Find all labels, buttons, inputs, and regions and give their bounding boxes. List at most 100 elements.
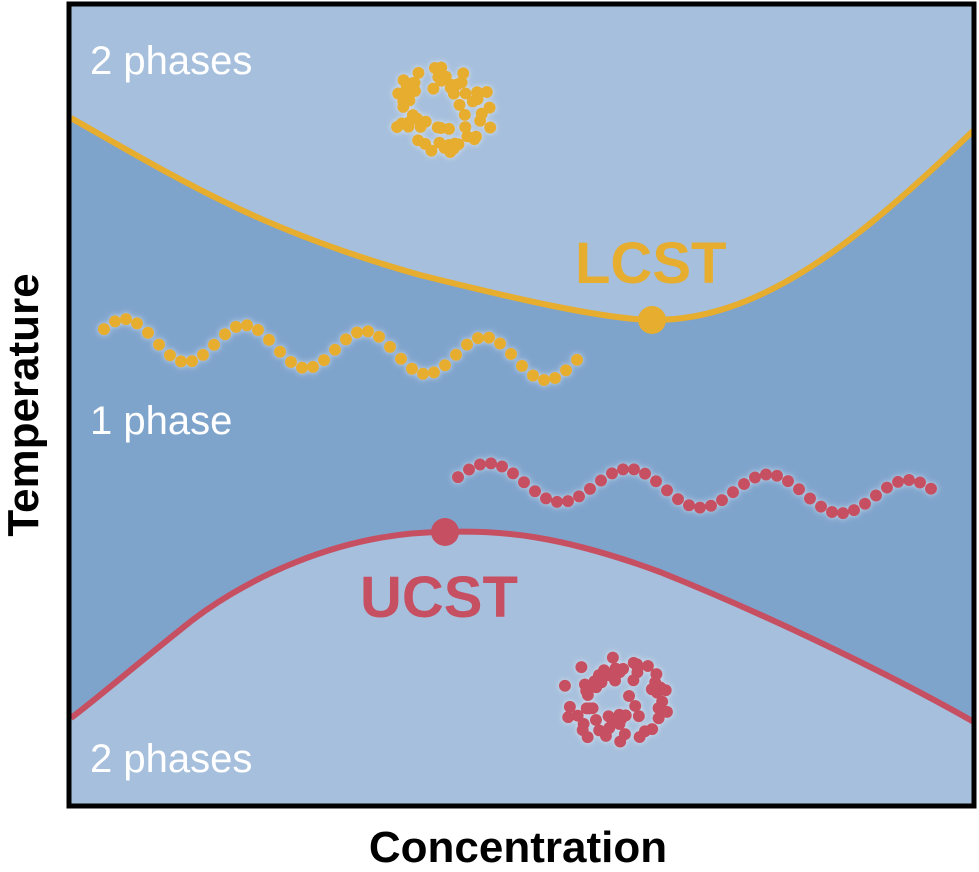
chain-bead [617,463,629,476]
chain-bead [892,475,904,488]
chain-bead [859,497,871,510]
chain-bead [782,475,794,488]
chain-bead [384,340,396,353]
chain-bead [606,651,619,664]
chain-bead [619,709,632,722]
chain-bead [549,371,561,384]
coiled-chain-icon [391,61,497,158]
chain-bead [296,361,308,374]
chain-bead [109,315,121,328]
chain-bead [613,717,626,730]
chain-bead [705,499,717,512]
chain-bead [505,347,517,360]
plot-frame [66,1,977,809]
chain-bead [459,87,472,100]
chain-bead [484,121,497,134]
chain-bead [373,330,385,343]
chain-bead [98,323,110,336]
chain-bead [580,702,593,715]
chain-bead [471,93,484,106]
region-label-top: 2 phases [90,39,252,83]
chain-bead [903,474,915,487]
chain-bead [411,112,424,125]
chain-bead [694,501,706,514]
chain-bead [837,507,849,520]
region-label-middle: 1 phase [90,399,232,443]
chain-bead [448,137,461,150]
chain-bead [727,486,739,499]
chain-bead [412,134,425,147]
lcst-point [638,306,666,334]
chain-bead [595,676,608,689]
chain-bead [584,482,596,495]
lcst-curve [69,115,977,324]
chain-bead [433,136,446,149]
chain-bead [683,499,695,512]
chain-bead [771,469,783,482]
chain-bead [581,731,594,744]
chain-bead [527,369,539,382]
chain-bead [452,471,464,484]
chain-bead [618,728,631,741]
chain-bead [483,331,495,344]
chain-bead [632,710,645,723]
chain-bead [593,724,606,737]
chain-bead [529,485,541,498]
chain-bead [573,490,585,503]
chain-bead [589,713,602,726]
y-axis-label: Temperature [0,273,48,536]
chain-bead [453,98,466,111]
chain-bead [351,326,363,339]
coiled-chain-icon [558,651,673,748]
chain-bead [562,495,574,508]
chain-bead [397,74,410,87]
chain-bead [120,313,132,326]
chain-bead [562,711,575,724]
chain-bead [461,130,474,143]
chain-bead [609,662,622,675]
chain-bead [307,360,319,373]
chain-bead [649,676,662,689]
chain-bead [474,458,486,471]
chain-bead [417,367,429,380]
extended-chain-icon [98,313,583,386]
chain-bead [219,328,231,341]
chain-bead [285,356,297,369]
chain-bead [463,463,475,476]
chain-bead [340,333,352,346]
chain-bead [641,660,654,673]
chain-bead [925,482,937,495]
ucst-label: UCST [360,565,518,630]
chain-bead [483,101,496,114]
chain-bead [197,348,209,361]
chain-bead [627,656,640,669]
chain-bead [595,474,607,487]
chain-bead [427,82,440,95]
chain-bead [447,87,460,100]
chain-bead [131,317,143,330]
chain-bead [628,463,640,476]
chain-bead [652,712,665,725]
chain-bead [571,353,583,366]
chain-bead [230,320,242,333]
chain-bead [656,695,669,708]
chain-bead [472,332,484,345]
chain-bead [623,690,636,703]
chain-bead [639,467,651,480]
chain-bead [175,355,187,368]
chain-bead [461,338,473,351]
lcst-label: LCST [575,231,726,296]
chain-bead [252,323,264,336]
region-label-bottom: 2 phases [90,737,252,781]
chain-bead [551,495,563,508]
chain-bead [516,359,528,372]
chain-bead [627,674,640,687]
chain-bead [392,87,405,100]
chain-bead [815,500,827,513]
chain-bead [716,494,728,507]
chain-bead [164,349,176,362]
chain-bead [459,121,472,134]
chain-bead [672,493,684,506]
x-axis-label: Concentration [369,823,667,872]
